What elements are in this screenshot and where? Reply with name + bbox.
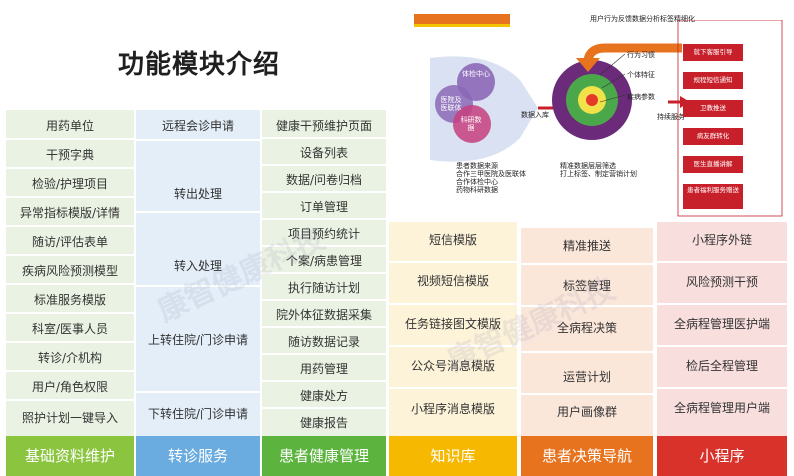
list-item[interactable]: 院外体征数据采集 [275, 308, 372, 322]
venn-label-1: 体检中心 [462, 70, 490, 78]
service-label: 持续服务 [657, 113, 685, 121]
list-item[interactable]: 订单管理 [299, 200, 348, 214]
red-box-1: 就下客服引导 [683, 44, 743, 61]
list-item[interactable]: 小程序外链 [691, 233, 752, 247]
footer-decision-nav[interactable]: 患者决策导航 [521, 436, 653, 476]
list-item[interactable]: 转出处理 [173, 187, 222, 201]
column-patient-health: 健康干预维护页面 设备列表 数据/问卷归档 订单管理 项目预约统计 个案/病患管… [262, 110, 386, 436]
list-item[interactable]: 公众号消息模版 [410, 359, 495, 373]
list-item[interactable]: 照护计划一键导入 [21, 411, 118, 425]
list-item[interactable]: 科室/医事人员 [31, 322, 109, 336]
red-box-6: 患者福利服务赠送 [683, 184, 743, 209]
list-item[interactable]: 疾病风险预测模型 [21, 264, 118, 278]
list-item[interactable]: 下转住院/门诊申请 [147, 407, 249, 421]
list-item[interactable]: 全病程管理用户端 [673, 401, 770, 415]
list-item[interactable]: 项目预约统计 [287, 227, 360, 241]
list-item[interactable]: 用药单位 [45, 119, 94, 133]
red-box-4: 病友群转化 [683, 128, 743, 145]
list-item[interactable]: 小程序消息模版 [410, 402, 495, 416]
column-basic-data: 用药单位 干预字典 检验/护理项目 异常指标模版/详情 随访/评估表单 疾病风险… [6, 110, 134, 436]
column-mini-program: 小程序外链 风险预测干预 全病程管理医护端 检后全程管理 全病程管理用户端 [657, 222, 787, 436]
ring-label-2: 个体特征 [627, 71, 655, 79]
list-item[interactable]: 健康报告 [299, 416, 348, 430]
list-item[interactable]: 运营计划 [562, 370, 611, 384]
list-item[interactable]: 全病程管理医护端 [673, 317, 770, 331]
red-box-3: 卫教推送 [683, 100, 743, 117]
list-item[interactable]: 用户画像群 [556, 405, 617, 419]
list-item[interactable]: 视频短信模版 [416, 274, 489, 288]
footer-patient-health[interactable]: 患者健康管理 [262, 436, 386, 476]
list-item[interactable]: 设备列表 [299, 146, 348, 160]
ring-label-1: 行为习惯 [627, 51, 655, 59]
list-item[interactable]: 标签管理 [562, 279, 611, 293]
ring-core [586, 94, 598, 106]
list-item[interactable]: 转诊/介机构 [37, 351, 103, 365]
list-item[interactable]: 干预字典 [45, 148, 94, 162]
column-decision-nav: 精准推送 标签管理 全病程决策 运营计划 用户画像群 [521, 228, 653, 436]
list-item[interactable]: 随访/评估表单 [31, 235, 109, 249]
red-box-5: 医生直播讲解 [683, 156, 743, 173]
list-item[interactable]: 风险预测干预 [685, 275, 758, 289]
footer-knowledge[interactable]: 知识库 [389, 436, 517, 476]
ring-label-3: 疾病参数 [627, 93, 655, 101]
list-item[interactable]: 异常指标模版/详情 [19, 206, 121, 220]
list-item[interactable]: 标准服务模版 [33, 293, 106, 307]
list-item[interactable]: 检验/护理项目 [31, 177, 109, 191]
footer-referral[interactable]: 转诊服务 [136, 436, 260, 476]
list-item[interactable]: 健康干预维护页面 [275, 119, 372, 133]
footer-mini-program[interactable]: 小程序 [657, 436, 787, 476]
list-item[interactable]: 任务链接图文模版 [404, 317, 501, 331]
column-knowledge: 短信模版 视频短信模版 任务链接图文模版 公众号消息模版 小程序消息模版 [389, 222, 517, 436]
list-item[interactable]: 随访数据记录 [287, 335, 360, 349]
diagram-top-caption: 用户行为反馈数据分析标签精细化 [590, 15, 695, 23]
list-item[interactable]: 用户/角色权限 [31, 380, 109, 394]
list-item[interactable]: 个案/病患管理 [285, 254, 363, 268]
list-item[interactable]: 执行随访计划 [287, 281, 360, 295]
list-item[interactable]: 精准推送 [562, 239, 611, 253]
footer-basic-data[interactable]: 基础资料维护 [6, 436, 134, 476]
list-item[interactable]: 数据/问卷归档 [285, 173, 363, 187]
red-box-2: 规程短信通知 [683, 72, 743, 89]
data-in-label: 数据入库 [521, 111, 549, 119]
list-item[interactable]: 检后全程管理 [685, 359, 758, 373]
list-item[interactable]: 上转住院/门诊申请 [147, 333, 249, 347]
venn-label-3: 科研数据 [460, 116, 482, 132]
diagram-header-bar [414, 14, 510, 27]
list-item[interactable]: 全病程决策 [556, 321, 617, 335]
column-referral: 远程会诊申请 转出处理 转入处理 上转住院/门诊申请 下转住院/门诊申请 [136, 110, 260, 436]
page-title: 功能模块介绍 [118, 50, 281, 80]
venn-caption: 患者数据来源 合作三甲医院及医联体 合作体检中心 药物科研数据 [456, 162, 526, 194]
list-item[interactable]: 用药管理 [299, 362, 348, 376]
venn-label-2: 医院及医联体 [440, 96, 462, 112]
venn-circle-3 [453, 105, 491, 143]
list-item[interactable]: 转入处理 [173, 259, 222, 273]
list-item[interactable]: 远程会诊申请 [161, 119, 234, 133]
list-item[interactable]: 短信模版 [428, 233, 477, 247]
list-item[interactable]: 健康处方 [299, 389, 348, 403]
feedback-arrow [583, 43, 682, 62]
ring-caption: 精准数据层层筛选 打上标签、制定营销计划 [560, 162, 637, 178]
